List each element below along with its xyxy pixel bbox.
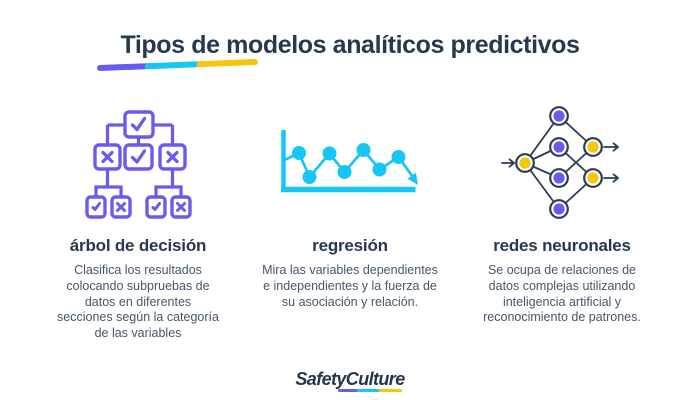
column-heading-decision-tree: árbol de decisión [69, 236, 207, 255]
decision-tree-icon [84, 95, 192, 230]
column-neural-networks: redes neuronales Se ocupa de relaciones … [456, 95, 668, 342]
column-heading-neural-networks: redes neuronales [493, 236, 631, 255]
footer: SafetyCulture [0, 369, 700, 392]
logo-underline-decoration [337, 389, 402, 392]
page-title: Tipos de modelos analíticos predictivos [120, 31, 580, 59]
header: Tipos de modelos analíticos predictivos [0, 0, 700, 72]
regression-chart-icon [279, 95, 421, 230]
logo-text: SafetyCulture [295, 369, 405, 389]
column-heading-regression: regresión [312, 236, 388, 255]
title-underline-decoration [96, 58, 259, 72]
neural-network-icon [501, 95, 623, 230]
column-decision-tree: árbol de decisión Clasifica los resultad… [32, 95, 244, 342]
column-description-decision-tree: Clasifica los resultados colocando subpr… [57, 263, 219, 340]
column-description-neural-networks: Se ocupa de relaciones de datos compleja… [483, 263, 641, 325]
column-regression: regresión Mira las variables dependiente… [244, 95, 456, 342]
safetyculture-logo: SafetyCulture [295, 369, 405, 392]
column-description-regression: Mira las variables dependientes e indepe… [262, 263, 438, 309]
model-columns: árbol de decisión Clasifica los resultad… [0, 95, 700, 342]
